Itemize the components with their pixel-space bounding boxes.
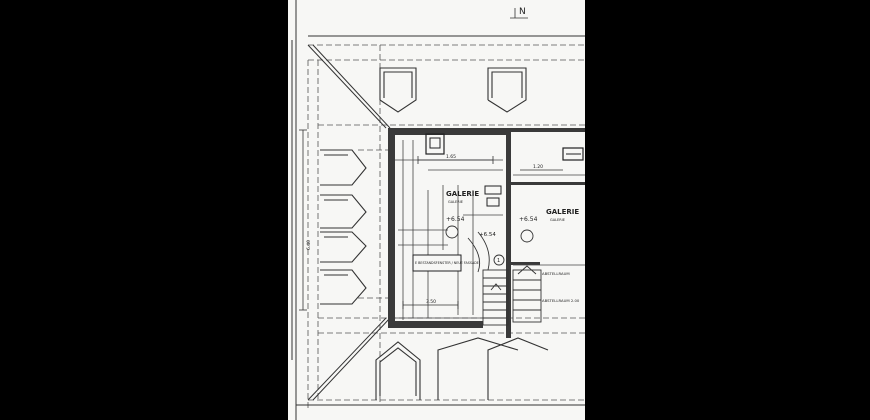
dimension-left-vertical: 6.40 <box>306 240 312 250</box>
room-label-galerie-left: GALERIE <box>446 190 479 198</box>
dormers-left <box>320 149 367 305</box>
staircase <box>467 231 542 326</box>
level-label-left: +6.54 <box>446 216 465 223</box>
level-label-right: +6.54 <box>519 216 538 223</box>
dimension-bottom: 3.50 <box>426 299 436 305</box>
dashed-outline <box>307 44 585 410</box>
note-box-frame <box>412 254 462 272</box>
dimension-ticks <box>299 8 563 311</box>
dormers-bottom <box>375 337 549 400</box>
room-label-galerie-right: GALERIE <box>546 208 579 216</box>
room-label-right-lower: ABSTELLRAUM 2.00 <box>542 298 580 303</box>
note-box-text: E BESTANDSFENSTER / NEUE FASSADE <box>415 261 479 265</box>
room-sub-label-left: GALERIE <box>448 200 463 204</box>
room-label-right-upper: ABSTELLRAUM <box>542 271 570 276</box>
north-marker: N <box>519 7 526 17</box>
window-symbol-top-right <box>562 147 584 161</box>
walls <box>388 128 585 338</box>
level-markers <box>445 225 534 243</box>
interior-lines <box>395 140 585 320</box>
sheet-border-lines <box>291 0 585 420</box>
roof-hip-lines <box>307 44 391 401</box>
floor-plan-sheet: N GALERIE GALERIE GALERIE GALERIE +6.54 … <box>288 0 585 420</box>
fixture-symbol <box>484 185 502 207</box>
dormers-top <box>379 67 527 113</box>
floor-plan-drawing: N GALERIE GALERIE GALERIE GALERIE +6.54 … <box>291 0 585 420</box>
stair-number: 1 <box>497 258 500 264</box>
dimension-top: 1.65 <box>446 154 456 160</box>
room-sub-label-right: GALERIE <box>550 218 565 222</box>
level-label-stair: +6.54 <box>479 232 496 238</box>
window-symbol-top-left <box>425 133 445 155</box>
dimension-right: 1.20 <box>533 164 543 170</box>
